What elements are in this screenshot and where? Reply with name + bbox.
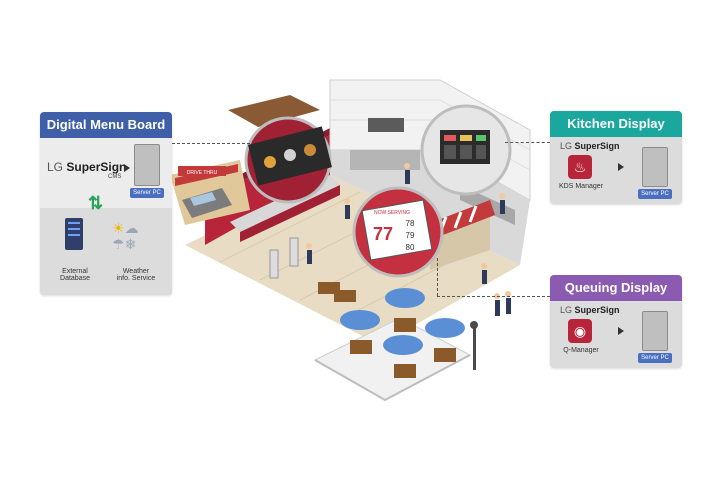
kds-manager-label: KDS Manager: [559, 183, 603, 190]
transfer-arrows-icon: ⇅: [88, 193, 104, 213]
svg-text:78: 78: [406, 219, 415, 228]
svg-text:79: 79: [406, 231, 415, 240]
queuing-display-panel: Queuing Display LG SuperSign ◉ Q-Manager…: [550, 275, 682, 368]
database-icon: [65, 218, 83, 250]
queuing-display-title: Queuing Display: [550, 275, 682, 301]
server-pc-icon: [642, 147, 668, 187]
svg-text:DRIVE THRU: DRIVE THRU: [187, 170, 218, 176]
lg-logo-text: LG: [560, 141, 573, 151]
digital-menu-board-panel: Digital Menu Board LG SuperSign CMS Serv…: [40, 112, 172, 295]
server-pc-icon: [134, 144, 160, 186]
kitchen-display-title: Kitchen Display: [550, 111, 682, 137]
chef-hat-icon: ♨: [568, 155, 592, 179]
svg-text:77: 77: [373, 224, 393, 244]
menu-board-title: Digital Menu Board: [40, 112, 172, 138]
q-manager-label: Q-Manager: [563, 347, 599, 354]
svg-text:NOW SERVING: NOW SERVING: [374, 210, 410, 216]
queuing-connector: [437, 296, 550, 297]
database-label: External Database: [60, 268, 90, 282]
server-pc-tag: Server PC: [638, 189, 672, 199]
weather-icon: ☀☁☂❄: [112, 220, 139, 252]
queuing-connector-vertical: [437, 258, 438, 296]
supersign-brand: LG SuperSign: [47, 160, 126, 174]
lg-logo-text: LG: [560, 305, 573, 315]
lg-logo-text: LG: [47, 160, 64, 174]
server-pc-tag: Server PC: [130, 188, 164, 198]
cms-label: CMS: [108, 174, 122, 180]
supersign-brand: LG SuperSign: [560, 141, 620, 151]
menu-board-connector: [172, 143, 250, 144]
kitchen-display-panel: Kitchen Display LG SuperSign ♨ KDS Manag…: [550, 111, 682, 204]
weather-label: Weather info. Service: [116, 268, 156, 282]
arrow-right-icon: [124, 164, 130, 172]
svg-text:80: 80: [406, 243, 415, 252]
supersign-name: SuperSign: [574, 141, 620, 151]
queue-app-icon: ◉: [568, 319, 592, 343]
supersign-name: SuperSign: [66, 160, 127, 174]
arrow-right-icon: [618, 327, 624, 335]
server-pc-icon: [642, 311, 668, 351]
server-pc-tag: Server PC: [638, 353, 672, 363]
supersign-brand: LG SuperSign: [560, 305, 620, 315]
kitchen-connector: [505, 142, 550, 143]
arrow-right-icon: [618, 163, 624, 171]
supersign-name: SuperSign: [574, 305, 620, 315]
